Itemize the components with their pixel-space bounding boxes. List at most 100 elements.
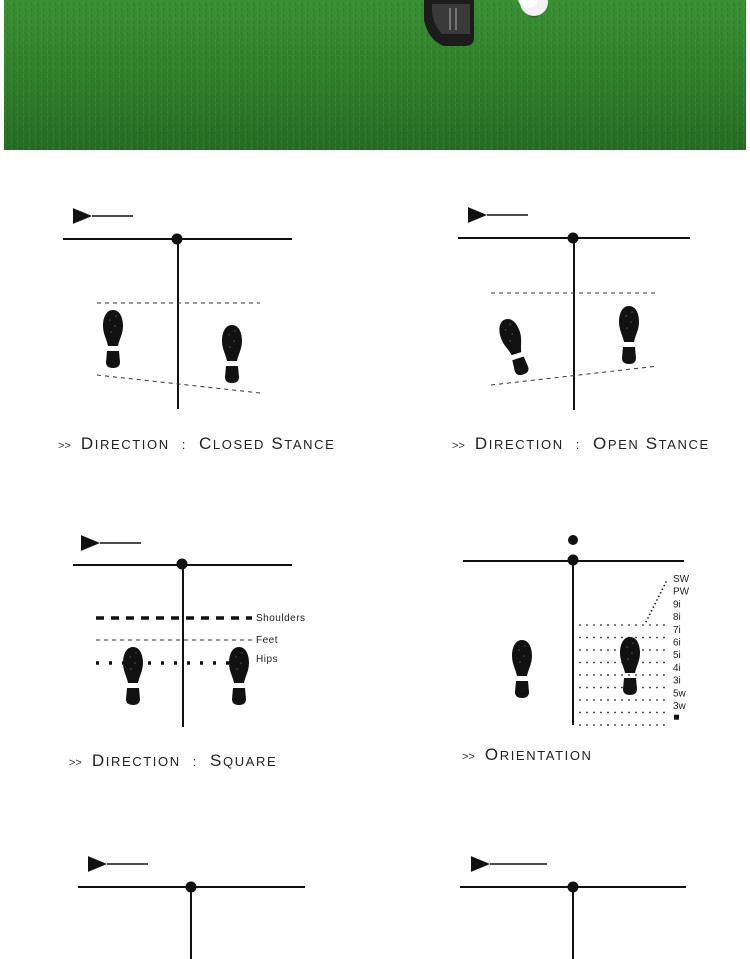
square-stance-diagram: Shoulders Feet Hips (73, 535, 305, 727)
grid-dot (614, 724, 616, 726)
grid-dot (614, 649, 616, 651)
guide-dot (652, 606, 655, 609)
caption-word2: CLOSED STANCE (199, 434, 336, 453)
caption-word1: DIRECTION (474, 434, 564, 453)
right-foot (229, 647, 249, 705)
guide-dot (663, 584, 666, 587)
grid-dot (649, 724, 651, 726)
grid-dot (663, 724, 665, 726)
grid-dot (635, 699, 637, 701)
grid-dot (663, 711, 665, 714)
hips-label: Hips (256, 654, 278, 665)
grid-dot (656, 636, 658, 639)
grid-dot (586, 674, 588, 676)
grid-dot (621, 711, 623, 714)
grid-dot (600, 686, 602, 689)
square-stance-caption: >> DIRECTION : SQUARE (69, 751, 277, 771)
grid-dot (663, 661, 665, 664)
grid-dot (593, 699, 595, 701)
grid-dot (649, 674, 651, 676)
putter-head (424, 0, 474, 46)
guide-dot (659, 591, 662, 594)
guide-dot (645, 620, 648, 623)
club-label: 7i (673, 625, 681, 636)
grid-dot (579, 699, 581, 701)
caption-prefix: >> (69, 757, 82, 769)
guide-dot (654, 602, 657, 605)
ball-marker (567, 232, 579, 244)
grid-dot (642, 686, 644, 689)
forward-ball-marker (568, 535, 578, 545)
grid-dot (607, 724, 609, 726)
club-label: 9i (673, 599, 681, 610)
ball-marker (176, 558, 188, 570)
grid-dot (649, 661, 651, 664)
grid-dot (663, 649, 665, 651)
grid-dot (628, 674, 630, 676)
right-foot (620, 637, 640, 695)
left-foot (495, 316, 533, 378)
grid-dot (635, 624, 637, 626)
grid-dot (649, 636, 651, 639)
grid-dot (642, 649, 644, 651)
grid-dot (621, 674, 623, 676)
grid-dot (656, 624, 658, 626)
ball-marker (171, 233, 183, 245)
closed-stance-diagram (63, 208, 292, 409)
grid-dot (649, 711, 651, 714)
grid-dot (614, 661, 616, 664)
grid-dot (628, 711, 630, 714)
grid-dot (621, 624, 623, 626)
caption-prefix: >> (452, 440, 465, 452)
caption-prefix: >> (462, 751, 475, 763)
grid-dot (607, 699, 609, 701)
grid-dot (656, 699, 658, 701)
caption-word1: DIRECTION (91, 751, 181, 770)
grid-dot (614, 699, 616, 701)
grid-dot (628, 699, 630, 701)
caption-word1: ORIENTATION (484, 745, 593, 764)
caption-word2: SQUARE (210, 751, 278, 770)
right-foot (222, 325, 242, 383)
left-foot (512, 640, 532, 698)
club-list-end-marker (674, 714, 679, 720)
club-label: 5w (673, 688, 687, 699)
club-label: 6i (673, 638, 681, 649)
ball-marker (567, 881, 579, 893)
orientation-caption: >> ORIENTATION (462, 745, 593, 765)
grid-dot (586, 661, 588, 664)
grid-dot (663, 686, 665, 689)
grid-dot (579, 649, 581, 651)
grid-dot (607, 649, 609, 651)
grid-dot (656, 724, 658, 726)
grid-dot (586, 699, 588, 701)
grid-dot (628, 624, 630, 626)
club-label: 3i (673, 676, 681, 687)
grid-dot (642, 699, 644, 701)
grid-dot (586, 624, 588, 626)
club-label: SW (673, 574, 690, 585)
grid-dot (600, 724, 602, 726)
grid-dot (600, 649, 602, 651)
open-stance-diagram (458, 207, 690, 410)
grid-dot (621, 699, 623, 701)
grid-dot (642, 661, 644, 664)
grid-dot (642, 624, 644, 626)
guide-dot (648, 613, 651, 616)
grid-dot (593, 711, 595, 714)
grid-dot (579, 624, 581, 626)
caption-word-direction: DIRECTION (81, 434, 176, 453)
club-label: 3w (673, 701, 687, 712)
golf-turf-banner (4, 0, 746, 150)
grid-dot (607, 636, 609, 639)
grid-dot (600, 636, 602, 639)
right-foot (619, 306, 639, 364)
grid-dot (663, 699, 665, 701)
grid-dot (642, 711, 644, 714)
grid-dot (593, 636, 595, 639)
grid-dot (663, 674, 665, 676)
grid-dot (586, 724, 588, 726)
guide-dot (656, 599, 658, 601)
grid-dot (593, 661, 595, 664)
